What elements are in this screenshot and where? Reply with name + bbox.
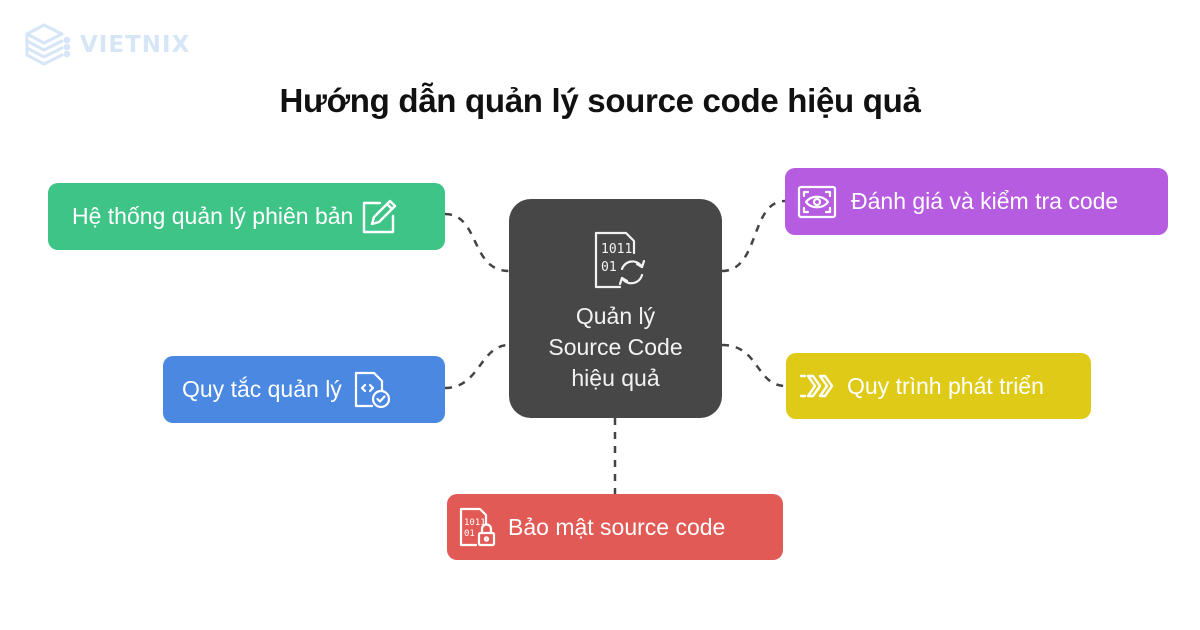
svg-text:1011: 1011 xyxy=(464,518,486,528)
node-management-rules[interactable]: Quy tắc quản lý xyxy=(163,356,445,423)
node-version-control[interactable]: Hệ thống quản lý phiên bản xyxy=(48,183,445,250)
chevrons-right-icon xyxy=(799,366,839,406)
center-label-line-1: Quản lý xyxy=(575,303,656,329)
node-label: Bảo mật source code xyxy=(508,513,726,540)
code-file-check-icon xyxy=(352,370,392,410)
edit-pencil-icon xyxy=(359,197,399,237)
page-title: Hướng dẫn quản lý source code hiệu quả xyxy=(279,82,921,119)
svg-text:1011: 1011 xyxy=(601,242,632,257)
eye-scan-icon xyxy=(797,182,837,222)
node-label: Quy trình phát triển xyxy=(847,372,1044,399)
binary-file-sync-icon: 1011 01 xyxy=(594,231,645,289)
node-label: Quy tắc quản lý xyxy=(182,376,342,402)
connector-code-review xyxy=(721,199,786,273)
node-label: Hệ thống quản lý phiên bản xyxy=(72,203,354,229)
server-stack-icon xyxy=(25,23,71,66)
logo-text: VIETNIX xyxy=(80,32,191,58)
binary-file-lock-icon: 1011 01 xyxy=(458,507,498,547)
node-source-security[interactable]: 1011 01 Bảo mật source code xyxy=(447,494,783,560)
svg-text:01: 01 xyxy=(601,260,617,275)
node-dev-process[interactable]: Quy trình phát triển xyxy=(786,353,1091,419)
center-label-line-2: Source Code xyxy=(548,334,683,360)
connector-version-control xyxy=(444,212,510,273)
node-label: Đánh giá và kiểm tra code xyxy=(851,188,1119,214)
center-label-line-3: hiệu quả xyxy=(571,365,660,391)
node-code-review[interactable]: Đánh giá và kiểm tra code xyxy=(785,168,1168,235)
center-node: 1011 01 Quản lý Source Code hiệu quả xyxy=(509,199,722,418)
connector-dev-process xyxy=(721,343,787,388)
connector-management-rules xyxy=(444,343,510,390)
svg-text:01: 01 xyxy=(464,529,475,539)
vietnix-logo: VIETNIX xyxy=(22,20,190,70)
